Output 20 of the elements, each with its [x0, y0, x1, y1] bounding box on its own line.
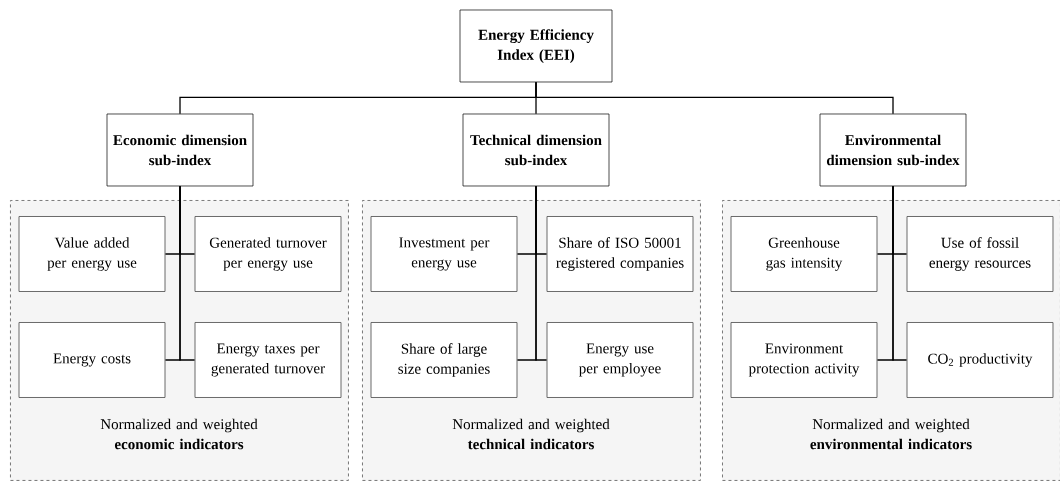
sub-index-box: Environmental dimension sub-index — [819, 113, 967, 187]
indicator-box: Greenhouse gas intensity — [730, 216, 878, 292]
indicator-box: Share of large size companies — [370, 322, 518, 398]
sub-index-box: Economic dimension sub-index — [106, 113, 254, 187]
indicator-box: Value added per energy use — [18, 216, 166, 292]
connector-line — [179, 185, 196, 361]
indicator-box: Environment protection activity — [730, 322, 878, 398]
indicator-box: Use of fossil energy resources — [906, 216, 1054, 292]
connector-line — [535, 185, 548, 361]
indicator-box: Energy use per employee — [546, 322, 694, 398]
indicator-box: CO$_{2}$ productivity — [906, 322, 1054, 398]
indicator-box: Share of ISO 50001 registered companies — [546, 216, 694, 292]
connector-line — [535, 81, 894, 115]
indicator-box: Energy taxes per generated turnover — [194, 322, 342, 398]
connector-line — [892, 185, 908, 361]
indicator-box: Investment per energy use — [370, 216, 518, 292]
index-box: Energy Efficiency Index (EEI) — [459, 9, 613, 83]
indicator-box: Energy costs — [18, 322, 166, 398]
sub-index-box: Technical dimension sub-index — [462, 113, 610, 187]
indicator-box: Generated turnover per energy use — [194, 216, 342, 292]
